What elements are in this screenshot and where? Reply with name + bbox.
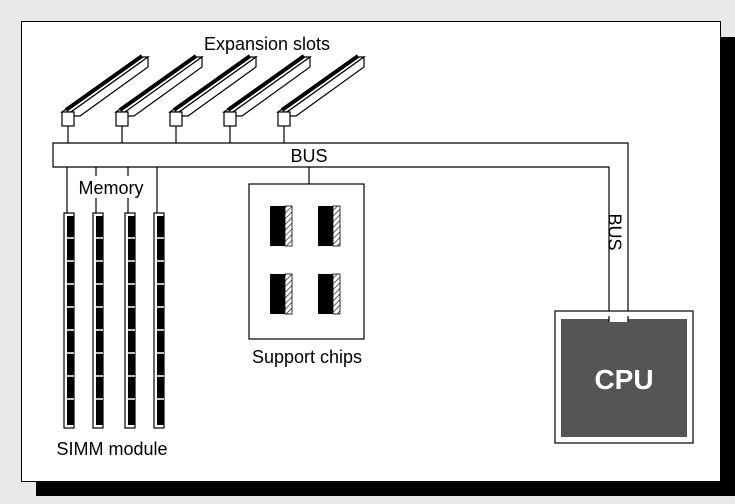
memory-label: Memory — [78, 178, 143, 198]
simm-module — [92, 212, 104, 429]
cpu-label: CPU — [594, 364, 653, 395]
expansion-slot — [276, 54, 366, 127]
simm-modules — [63, 212, 165, 429]
simm-module — [153, 212, 165, 429]
expansion-slot — [222, 54, 312, 127]
expansion-slot — [114, 54, 204, 127]
expansion-slot — [168, 54, 258, 127]
bus-vertical-label: BUS — [604, 213, 624, 250]
simm-module-label: SIMM module — [56, 439, 167, 459]
support-chips-box — [248, 183, 365, 340]
expansion-slots — [60, 54, 366, 127]
simm-module — [63, 212, 75, 429]
cpu-package: CPU — [554, 310, 694, 444]
support-chip — [318, 273, 341, 315]
expansion-slot — [60, 54, 150, 127]
support-chip — [270, 205, 293, 247]
support-chip — [270, 273, 293, 315]
simm-module — [124, 212, 136, 429]
expansion-slots-label: Expansion slots — [204, 34, 330, 54]
bus-label: BUS — [290, 146, 327, 166]
support-chip — [318, 205, 341, 247]
support-chips-label: Support chips — [252, 347, 362, 367]
